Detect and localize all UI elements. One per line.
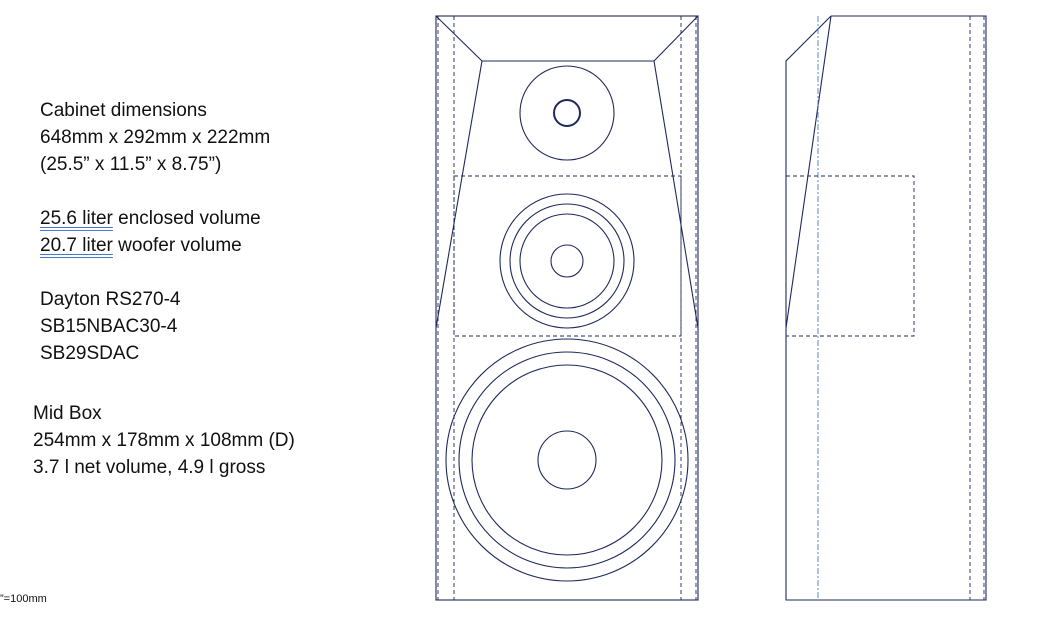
tweeter-flange bbox=[519, 65, 615, 161]
woofer-surround-inner bbox=[471, 364, 663, 556]
front-bevel-left-top bbox=[435, 15, 483, 62]
woofer-volume-line: 20.7 liter woofer volume bbox=[40, 232, 270, 259]
scale-note: ”=100mm bbox=[0, 593, 47, 605]
woofer-flange bbox=[445, 338, 689, 582]
midrange-surround-inner bbox=[519, 213, 615, 309]
driver-woofer-model: Dayton RS270-4 bbox=[40, 289, 181, 310]
front-baffle-taper-right bbox=[653, 60, 699, 329]
driver-midrange-model: SB15NBAC30-4 bbox=[40, 316, 178, 337]
driver-tweeter-model: SB29SDAC bbox=[40, 343, 140, 364]
front-mid-box-outline bbox=[453, 175, 682, 337]
front-cabinet-outline bbox=[435, 15, 699, 601]
side-view bbox=[785, 15, 987, 601]
midrange-flange bbox=[499, 193, 635, 329]
front-baffle-taper-left bbox=[435, 60, 483, 329]
side-mid-box-outline bbox=[785, 175, 915, 337]
front-view bbox=[435, 15, 699, 601]
woofer-volume-value: 20.7 liter bbox=[40, 235, 113, 256]
tweeter-dome bbox=[553, 99, 581, 127]
cabinet-dimensions-mm: 648mm x 292mm x 222mm bbox=[40, 127, 271, 148]
mid-box-text-block: Mid Box 254mm x 178mm x 108mm (D) 3.7 l … bbox=[33, 400, 295, 481]
front-bevel-right-top bbox=[653, 15, 699, 62]
cabinet-dimensions-in: (25.5” x 11.5” x 8.75”) bbox=[40, 154, 222, 175]
enclosed-volume-label: enclosed volume bbox=[112, 208, 261, 229]
mid-box-dimensions: 254mm x 178mm x 108mm (D) bbox=[33, 430, 295, 451]
woofer-surround-outer bbox=[458, 351, 676, 569]
side-cabinet-outline bbox=[785, 15, 987, 601]
cabinet-heading: Cabinet dimensions bbox=[40, 100, 207, 121]
midrange-surround-outer bbox=[509, 203, 625, 319]
enclosed-volume-line: 25.6 liter enclosed volume bbox=[40, 205, 270, 232]
woofer-dust-cap bbox=[537, 430, 597, 490]
midrange-dust-cap bbox=[550, 244, 584, 278]
woofer-volume-label: woofer volume bbox=[112, 235, 242, 256]
mid-box-heading: Mid Box bbox=[33, 403, 102, 424]
spec-text-block: Cabinet dimensions 648mm x 292mm x 222mm… bbox=[40, 97, 270, 367]
enclosed-volume-value: 25.6 liter bbox=[40, 208, 113, 229]
mid-box-volume: 3.7 l net volume, 4.9 l gross bbox=[33, 457, 266, 478]
side-baffle-taper bbox=[785, 15, 832, 329]
